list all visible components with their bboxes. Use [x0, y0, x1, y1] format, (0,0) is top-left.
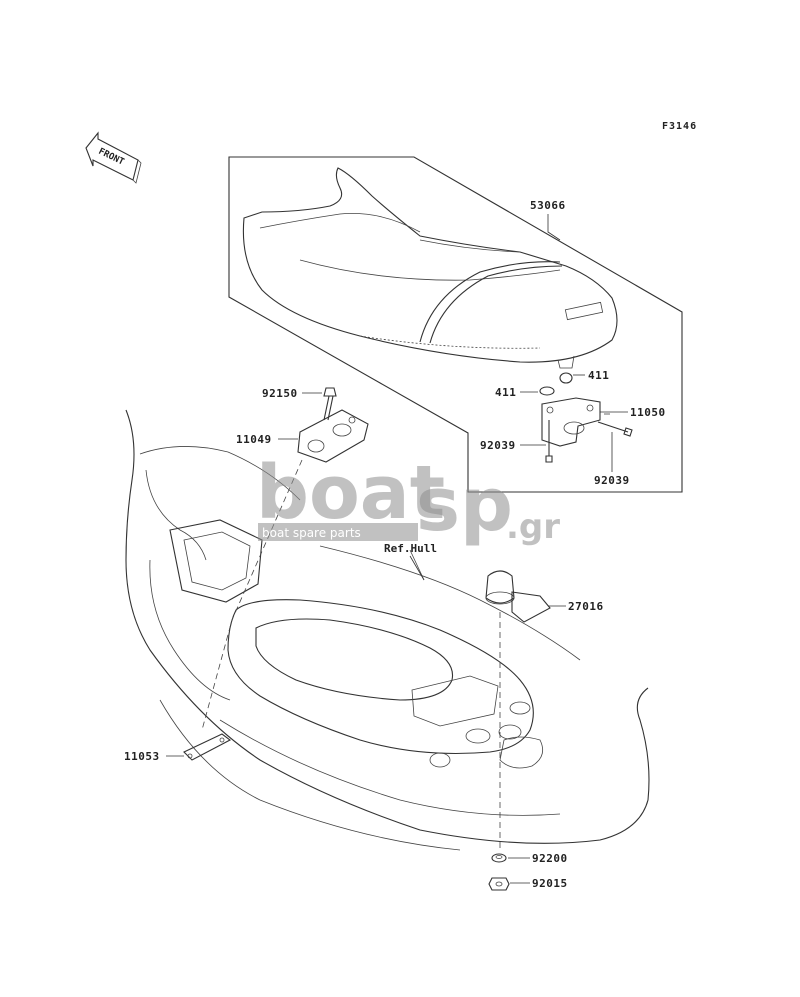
bolt-icon [597, 421, 633, 437]
part-label-53066: 53066 [530, 199, 566, 212]
watermark-tld: .gr [506, 507, 560, 547]
part-label-92200: 92200 [532, 852, 568, 865]
part-label-411-left: 411 [495, 386, 516, 399]
front-arrow-icon: FRONT [85, 131, 142, 184]
seat-group-outline [228, 156, 683, 493]
seat-bracket-drawing [541, 397, 610, 447]
washer-icon [559, 372, 573, 384]
assembly-line [201, 459, 303, 731]
part-label-11053: 11053 [124, 750, 160, 763]
strip-plate-drawing [183, 733, 232, 761]
part-label-11050: 11050 [630, 406, 666, 419]
bolt-icon [323, 387, 337, 421]
watermark-logo: boat sp .gr boat spare parts [256, 450, 560, 548]
hull-drawing [125, 409, 650, 851]
cup-holder-drawing [485, 570, 551, 623]
part-label-92039-right: 92039 [594, 474, 630, 487]
part-label-92150: 92150 [262, 387, 298, 400]
seat-drawing [242, 167, 618, 369]
part-label-27016: 27016 [568, 600, 604, 613]
bolt-icon [545, 420, 553, 463]
reference-label: Ref.Hull [384, 542, 437, 555]
watermark-main: boat [256, 450, 445, 536]
figure-code: F3146 [662, 121, 697, 132]
washer-icon [491, 853, 507, 863]
watermark-tagline: boat spare parts [262, 526, 361, 540]
part-label-411-right: 411 [588, 369, 609, 382]
part-label-92015: 92015 [532, 877, 568, 890]
cover-plate-drawing [297, 409, 369, 463]
front-label: FRONT [97, 147, 126, 168]
washer-icon [539, 386, 555, 396]
part-label-11049: 11049 [236, 433, 272, 446]
nut-icon [488, 877, 510, 891]
part-label-92039-left: 92039 [480, 439, 516, 452]
watermark-accent: sp [416, 462, 513, 548]
